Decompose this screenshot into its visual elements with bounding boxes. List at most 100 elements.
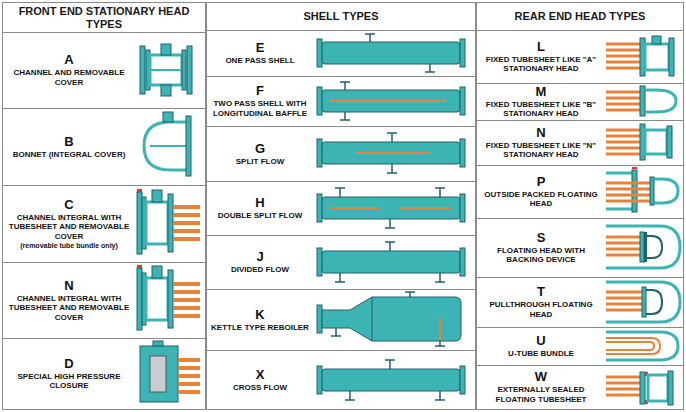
high-pressure-closure-drawing [140, 346, 178, 402]
rear-head-drawing [606, 388, 640, 391]
integral-channel-drawing [173, 306, 200, 310]
rear-head-drawing [606, 135, 640, 138]
rear-head-drawing [606, 236, 640, 239]
text-wrap: NCHANNEL INTEGRAL WITH TUBESHEET AND REM… [5, 264, 133, 337]
rear-head-drawing [606, 124, 672, 160]
shell-drawing [317, 242, 465, 282]
integral-channel-drawing [173, 290, 200, 294]
rear-head-drawing [632, 167, 637, 169]
rear-head-drawing [606, 36, 674, 76]
rear-head-drawing [606, 55, 640, 58]
type-letter: K [255, 308, 264, 323]
type-letter: B [64, 135, 73, 150]
shell-drawing [322, 369, 460, 391]
header-text: REAR END HEAD TYPES [511, 10, 650, 23]
shell-drawing [335, 188, 445, 228]
rear-head-drawing [606, 282, 680, 322]
type-cell: CCHANNEL INTEGRAL WITH TUBESHEET AND REM… [3, 186, 205, 263]
type-description: FLOATING HEAD WITH BACKING DEVICE [479, 246, 603, 265]
text-wrap: NFIXED TUBESHEET LIKE "N" STATIONARY HEA… [479, 122, 603, 164]
rear-head-drawing [647, 236, 662, 258]
text-wrap: TPULLTHROUGH FLOATING HEAD [479, 279, 603, 326]
bonnet-drawing [150, 145, 186, 147]
integral-channel-drawing [137, 268, 142, 330]
type-letter: D [64, 357, 73, 372]
rear-head-drawing [646, 290, 662, 314]
channel-cover-drawing [161, 85, 171, 96]
kettle-drawing [372, 297, 373, 341]
shell-drawing [322, 90, 460, 112]
high-pressure-closure-drawing [178, 390, 200, 394]
rear-head-drawing [606, 167, 678, 212]
text-wrap: HDOUBLE SPLIT FLOW [209, 183, 311, 234]
shell-drawing [317, 194, 322, 222]
type-description: OUTSIDE PACKED FLOATING HEAD [479, 190, 603, 209]
type-cell: KKETTLE TYPE REBOILER [207, 290, 475, 351]
text-wrap: GSPLIT FLOW [209, 128, 311, 180]
type-description: DOUBLE SPLIT FLOW [218, 211, 302, 221]
type-description: FIXED TUBESHEET LIKE "N" STATIONARY HEAD [479, 141, 603, 160]
type-description: EXTERNALLY SEALED FLOATING TUBESHEET [479, 385, 603, 404]
type-description: DIVIDED FLOW [231, 265, 289, 275]
rear-head-drawing [606, 309, 642, 312]
type-cell: EONE PASS SHELL [207, 31, 475, 77]
shell-drawing [387, 133, 397, 173]
bonnet-drawing [186, 116, 191, 176]
rear-head-drawing [606, 200, 650, 203]
type-cell: GSPLIT FLOW [207, 127, 475, 182]
header-text: SHELL TYPES [300, 10, 383, 23]
type-description: PULLTHROUGH FLOATING HEAD [479, 300, 603, 319]
integral-channel-drawing [152, 190, 162, 202]
high-pressure-closure-drawing [178, 366, 200, 370]
type-letter: G [255, 142, 265, 157]
type-cell: POUTSIDE PACKED FLOATING HEAD [477, 166, 683, 219]
rear-head-drawing [667, 126, 672, 158]
shell-drawing [365, 34, 435, 72]
text-wrap: WEXTERNALLY SEALED FLOATING TUBESHEET [479, 367, 603, 408]
rear-head-drawing [606, 226, 680, 268]
shell-drawing [317, 248, 322, 276]
shell-drawing [460, 39, 465, 67]
note-text: (removable tube bundle only) [20, 242, 118, 250]
rear-head-drawing [640, 86, 645, 116]
type-letter: C [64, 198, 73, 213]
rear-head-drawing [650, 177, 654, 205]
high-pressure-closure-drawing [150, 356, 166, 392]
shell-drawing [340, 82, 350, 120]
kettle-drawing [331, 292, 445, 346]
rear-head-drawing [644, 232, 647, 262]
shell-drawing [317, 139, 322, 167]
rear-head-drawing [606, 297, 642, 300]
channel-cover-drawing [150, 69, 182, 71]
shell-drawing [322, 42, 460, 64]
text-wrap: XCROSS FLOW [209, 352, 311, 408]
integral-channel-drawing [137, 189, 142, 192]
type-letter: U [536, 334, 545, 349]
type-letter: X [256, 368, 265, 383]
type-cell: XCROSS FLOW [207, 351, 475, 409]
type-cell: NFIXED TUBESHEET LIKE "N" STATIONARY HEA… [477, 121, 683, 166]
type-description: CROSS FLOW [233, 383, 287, 393]
rear-head-drawing [606, 103, 640, 106]
rear-head-drawing [606, 109, 640, 112]
rear-head-drawing [606, 394, 640, 397]
type-cell: MFIXED TUBESHEET LIKE "B" STATIONARY HEA… [477, 84, 683, 121]
type-cell: LFIXED TUBESHEET LIKE "A" STATIONARY HEA… [477, 31, 683, 84]
rear-head-drawing [632, 170, 637, 212]
integral-channel-drawing [137, 265, 142, 268]
channel-cover-drawing [140, 44, 192, 96]
type-letter: W [535, 370, 547, 385]
shell-drawing [322, 142, 460, 164]
kettle-drawing [317, 292, 461, 346]
text-wrap: LFIXED TUBESHEET LIKE "A" STATIONARY HEA… [479, 32, 603, 82]
type-letter: E [256, 41, 265, 56]
rear-head-drawing [606, 188, 650, 191]
text-wrap: ACHANNEL AND REMOVABLE COVER [5, 34, 133, 107]
integral-channel-drawing [137, 192, 142, 254]
shell-drawing [317, 34, 465, 72]
shell-drawing [317, 87, 322, 115]
type-letter: S [537, 231, 546, 246]
text-wrap: JDIVIDED FLOW [209, 237, 311, 288]
rear-head-drawing [606, 43, 640, 46]
type-description: BONNET (INTEGRAL COVER) [13, 150, 126, 160]
